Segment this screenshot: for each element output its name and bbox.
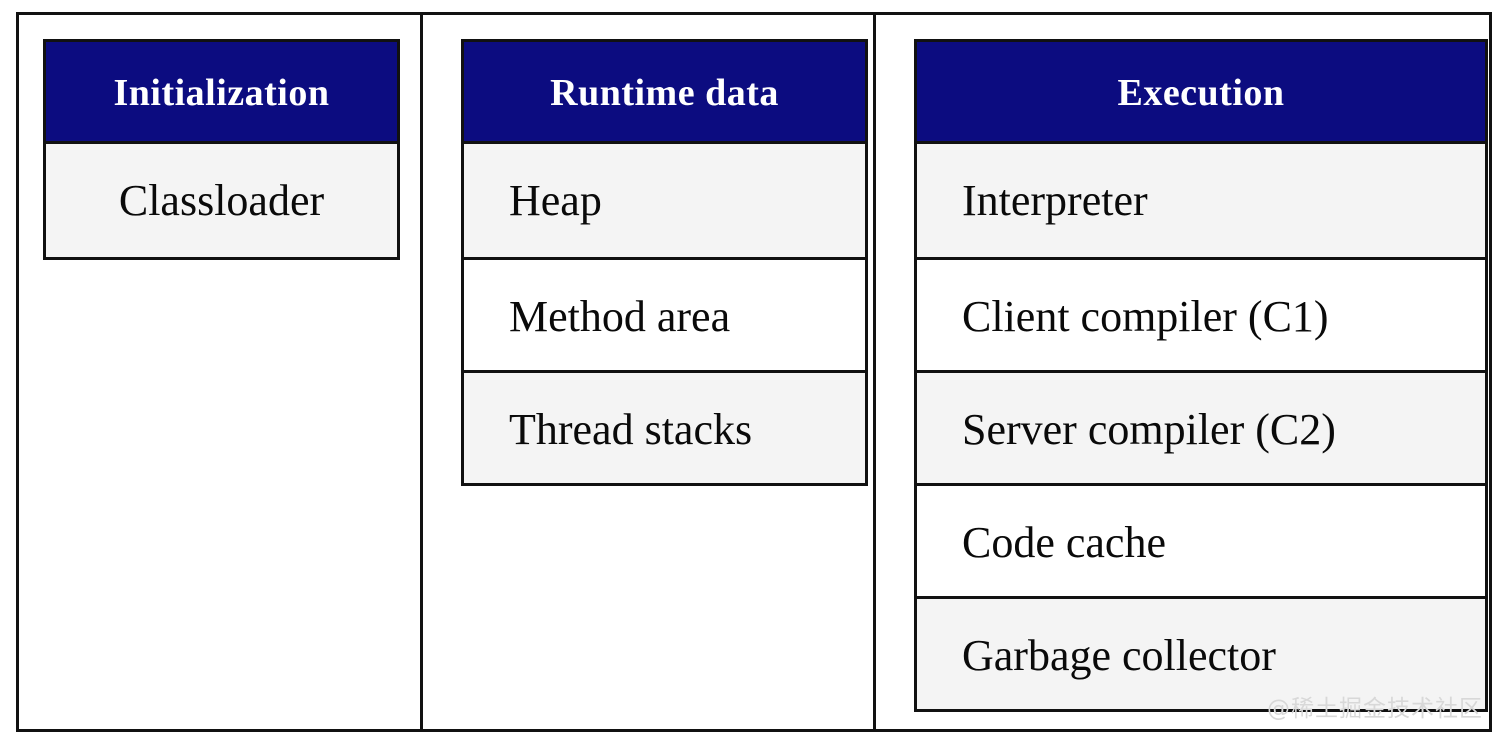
column-runtime-data: Runtime data Heap Method area Thread sta… bbox=[423, 15, 873, 729]
table-execution: Execution Interpreter Client compiler (C… bbox=[914, 39, 1488, 712]
column-initialization: Initialization Classloader bbox=[19, 15, 420, 729]
column-divider-runtime-execution bbox=[873, 15, 876, 729]
table-row-garbage-collector: Garbage collector bbox=[917, 596, 1485, 709]
table-header-execution: Execution bbox=[917, 42, 1485, 144]
table-row-method-area: Method area bbox=[464, 257, 865, 370]
column-divider-initialization-runtime bbox=[420, 15, 423, 729]
diagram-frame: Initialization Classloader Runtime data … bbox=[16, 12, 1492, 732]
column-execution: Execution Interpreter Client compiler (C… bbox=[876, 15, 1492, 729]
table-runtime-data: Runtime data Heap Method area Thread sta… bbox=[461, 39, 868, 486]
table-row-code-cache: Code cache bbox=[917, 483, 1485, 596]
watermark: @稀土掘金技术社区 bbox=[1267, 696, 1483, 722]
table-row-thread-stacks: Thread stacks bbox=[464, 370, 865, 483]
table-row-classloader: Classloader bbox=[46, 144, 397, 257]
table-row-heap: Heap bbox=[464, 144, 865, 257]
table-initialization: Initialization Classloader bbox=[43, 39, 400, 260]
table-row-server-compiler: Server compiler (C2) bbox=[917, 370, 1485, 483]
table-row-interpreter: Interpreter bbox=[917, 144, 1485, 257]
table-row-client-compiler: Client compiler (C1) bbox=[917, 257, 1485, 370]
table-header-runtime-data: Runtime data bbox=[464, 42, 865, 144]
table-header-initialization: Initialization bbox=[46, 42, 397, 144]
